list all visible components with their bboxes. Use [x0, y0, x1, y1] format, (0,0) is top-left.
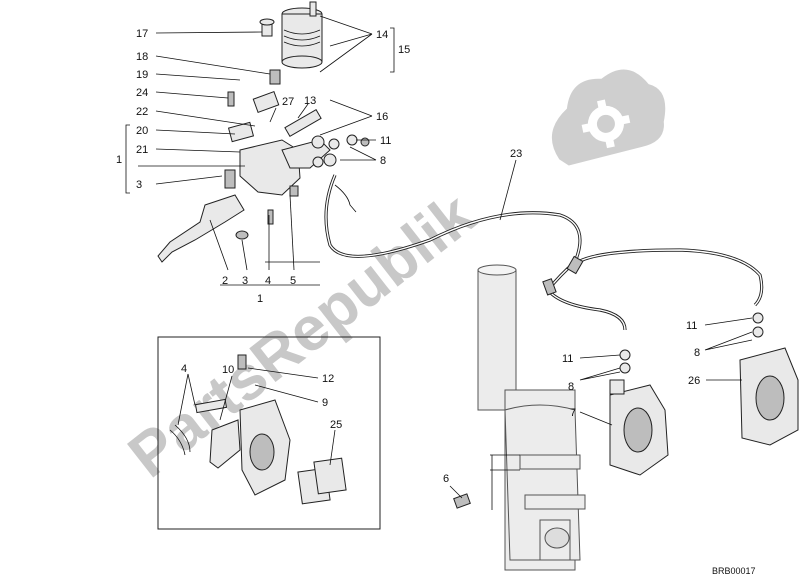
callout-11-top: 11 — [380, 135, 391, 147]
callout-8-top: 8 — [380, 155, 386, 167]
callout-6: 6 — [443, 473, 449, 485]
brake-fluid-reservoir — [259, 1, 323, 69]
callout-12-inset: 12 — [322, 373, 334, 385]
callout-10-inset: 10 — [222, 364, 234, 376]
brake-hoses — [324, 174, 764, 331]
callout-11-right: 11 — [686, 320, 697, 332]
reference-code: BRB00017 — [712, 566, 756, 576]
watermark: PartsRepublik — [116, 69, 666, 491]
callout-20: 20 — [136, 125, 148, 137]
callout-3-bottom: 3 — [242, 275, 248, 287]
watermark-text: PartsRepublik — [116, 180, 487, 491]
callout-27: 27 — [282, 96, 294, 108]
callout-9-inset: 9 — [322, 397, 328, 409]
callout-14: 14 — [376, 29, 388, 41]
callout-2-bottom: 2 — [222, 275, 228, 287]
callout-13: 13 — [304, 95, 316, 107]
callout-4-inset: 4 — [181, 363, 187, 375]
callout-25-inset: 25 — [330, 419, 342, 431]
banjo-bolts-right — [453, 312, 764, 509]
callout-16: 16 — [376, 111, 388, 123]
brake-lever — [157, 185, 299, 263]
callout-4-bottom: 4 — [265, 275, 271, 287]
callout-5-bottom: 5 — [290, 275, 296, 287]
callouts: 17 18 19 24 22 20 21 1 3 14 15 27 13 16 … — [116, 28, 700, 485]
callout-8-right: 8 — [694, 347, 700, 359]
fork-tube — [477, 264, 586, 571]
callout-8-mid: 8 — [568, 381, 574, 393]
brake-master-cylinder — [224, 69, 370, 196]
callout-21: 21 — [136, 144, 148, 156]
callout-22: 22 — [136, 106, 148, 118]
callout-19: 19 — [136, 69, 148, 81]
callout-1-bottom: 1 — [257, 293, 263, 305]
leader-lines — [125, 15, 753, 499]
caliper-7 — [609, 379, 669, 476]
callout-24: 24 — [136, 87, 148, 99]
callout-26: 26 — [688, 375, 700, 387]
callout-1-bracket: 1 — [116, 154, 122, 166]
callout-18: 18 — [136, 51, 148, 63]
callout-11-mid: 11 — [562, 353, 573, 365]
callout-17: 17 — [136, 28, 148, 40]
callout-3-left: 3 — [136, 179, 142, 191]
callout-7: 7 — [570, 407, 576, 419]
callout-23: 23 — [510, 148, 522, 160]
callout-15: 15 — [398, 44, 410, 56]
inset-caliper — [169, 354, 347, 505]
gear-in-cloud-icon — [551, 69, 666, 166]
caliper-detail-inset — [157, 336, 381, 530]
caliper-26 — [739, 347, 799, 446]
